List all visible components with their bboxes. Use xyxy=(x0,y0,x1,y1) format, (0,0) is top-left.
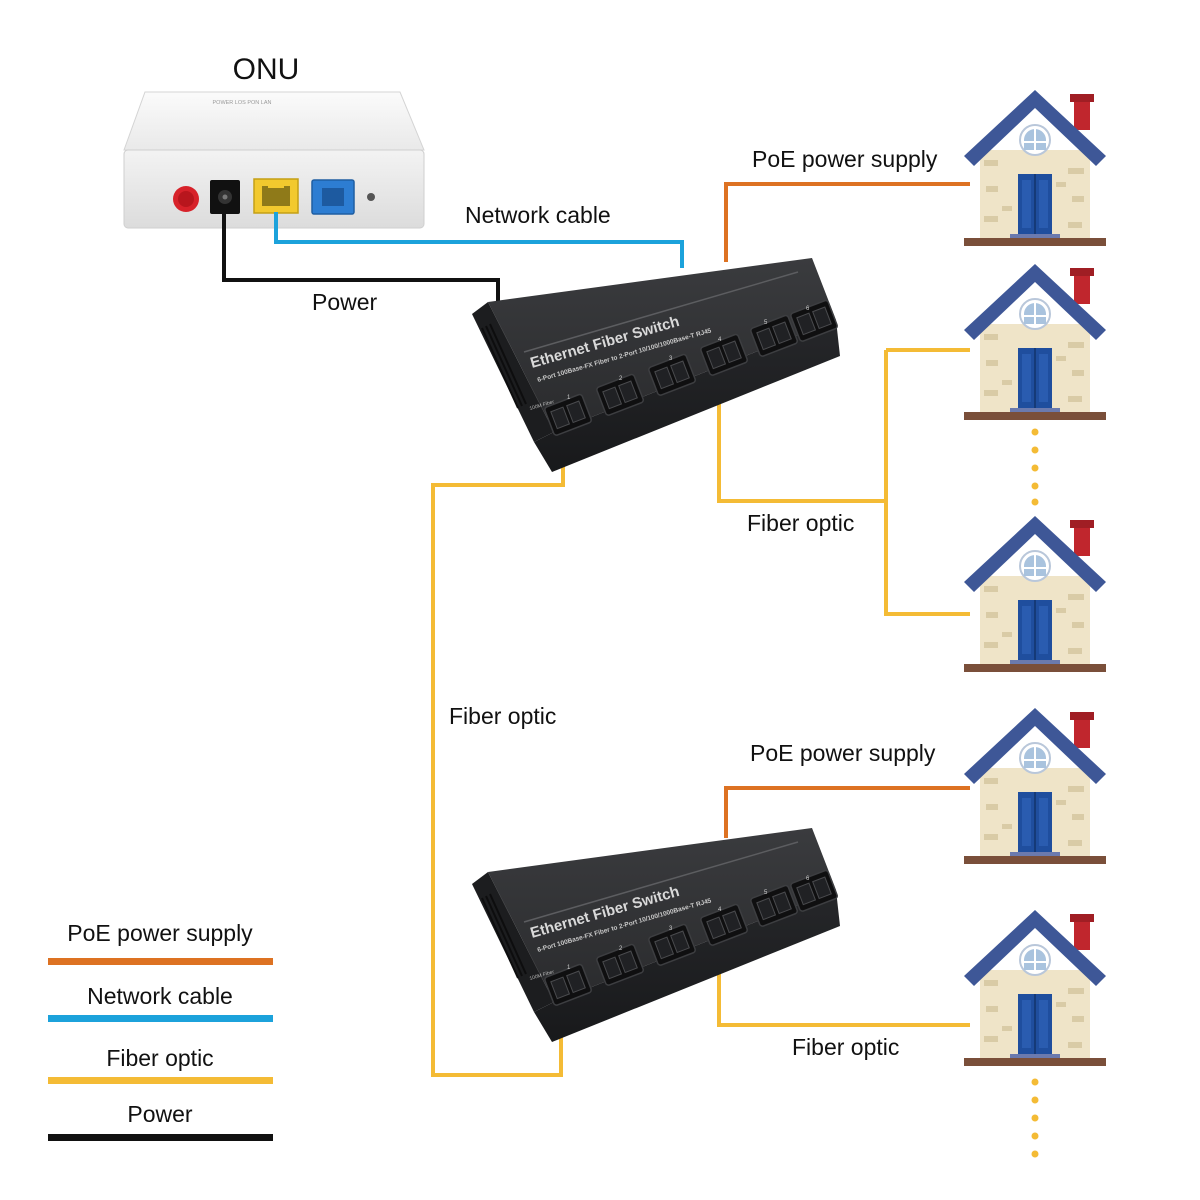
power-button xyxy=(173,186,199,212)
fiber-trunk xyxy=(431,432,565,1077)
fiber-top-riser xyxy=(884,350,970,616)
legend-label: Fiber optic xyxy=(106,1045,213,1071)
port-number: 2 xyxy=(619,376,623,382)
port-number: 4 xyxy=(718,337,722,343)
onu-title: ONU xyxy=(233,53,300,86)
legend-item-power: Power xyxy=(48,1101,273,1141)
ellipsis-dots-bottom xyxy=(1031,1078,1039,1158)
legend-item-network: Network cable xyxy=(48,983,273,1022)
ellipsis-dots-top xyxy=(1031,428,1039,506)
port-number: 1 xyxy=(567,965,571,971)
pon-port xyxy=(311,179,355,215)
house-icon xyxy=(963,515,1107,673)
legend-swatch xyxy=(48,1077,273,1084)
legend-swatch xyxy=(48,958,273,965)
house-icon xyxy=(963,707,1107,865)
port-number: 5 xyxy=(764,320,768,326)
house-icon xyxy=(963,909,1107,1067)
port-number: 1 xyxy=(567,395,571,401)
reset-hole xyxy=(367,193,375,201)
port-number: 2 xyxy=(619,946,623,952)
dc-jack xyxy=(210,180,240,214)
fiber-top-branch xyxy=(717,382,886,503)
legend-item-poe: PoE power supply xyxy=(48,920,273,965)
label-power: Power xyxy=(312,289,378,315)
label-poe-top: PoE power supply xyxy=(752,146,938,172)
legend-label: Power xyxy=(127,1101,193,1127)
port-number: 6 xyxy=(806,306,810,312)
legend-label: Network cable xyxy=(87,983,233,1009)
legend-swatch xyxy=(48,1134,273,1141)
label-fiber-optic-bottom: Fiber optic xyxy=(792,1034,899,1060)
port-number: 4 xyxy=(718,907,722,913)
onu-label-strip: POWER LOS PON LAN xyxy=(213,100,272,106)
house-icon xyxy=(963,263,1107,421)
poe-cable-top xyxy=(724,182,970,262)
port-number: 5 xyxy=(764,890,768,896)
network-cable-line xyxy=(274,212,684,268)
label-network-cable: Network cable xyxy=(465,202,611,228)
poe-cable-bottom xyxy=(724,786,970,838)
legend-item-fiber: Fiber optic xyxy=(48,1045,273,1084)
onu-device: POWER LOS PON LAN xyxy=(123,91,425,229)
legend: PoE power supply Network cable Fiber opt… xyxy=(48,920,273,1141)
legend-swatch xyxy=(48,1015,273,1022)
fiber-switch-bottom: Ethernet Fiber Switch 6-Port 100Base-FX … xyxy=(471,827,841,1043)
port-number: 3 xyxy=(669,356,673,362)
fiber-bottom-branch xyxy=(717,970,970,1027)
house-icon xyxy=(963,89,1107,247)
port-number: 3 xyxy=(669,926,673,932)
legend-label: PoE power supply xyxy=(67,920,253,946)
label-fiber-optic-mid: Fiber optic xyxy=(449,703,556,729)
label-fiber-optic-top: Fiber optic xyxy=(747,510,854,536)
fiber-switch-top: Ethernet Fiber Switch 6-Port 100Base-FX … xyxy=(471,257,841,473)
power-cable xyxy=(222,214,500,306)
port-number: 6 xyxy=(806,876,810,882)
lan-port xyxy=(253,178,299,214)
label-poe-bottom: PoE power supply xyxy=(750,740,936,766)
